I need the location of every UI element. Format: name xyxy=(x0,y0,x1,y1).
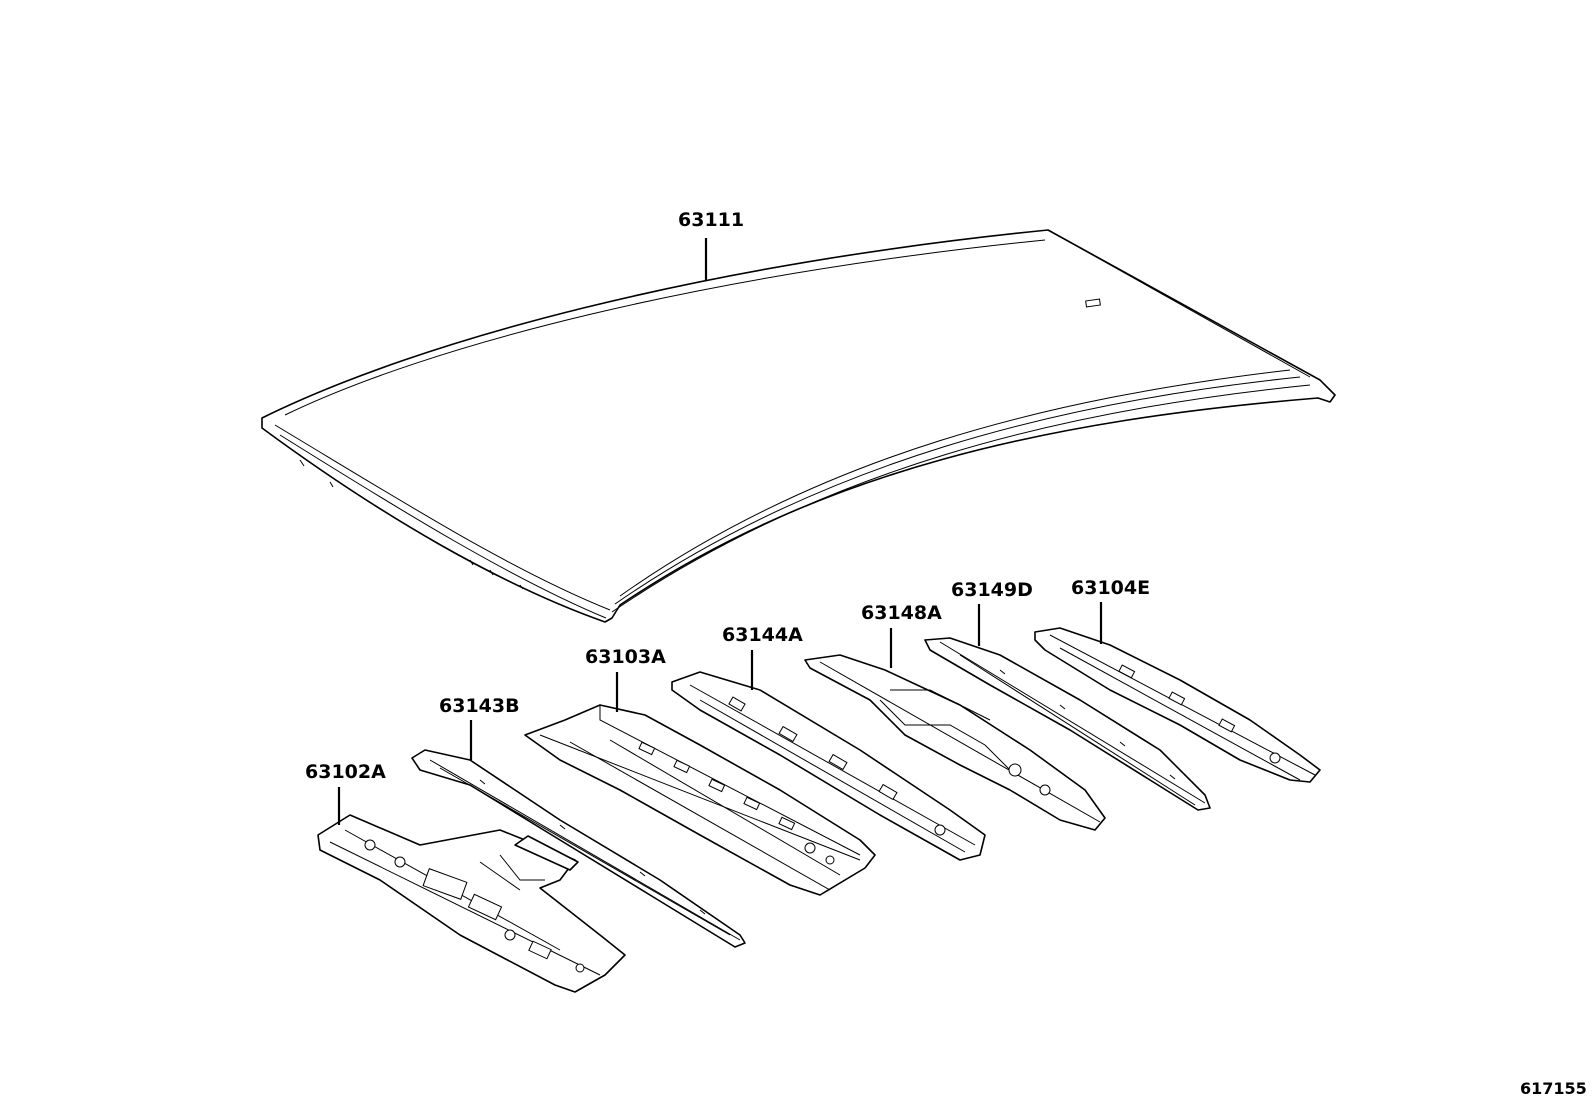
roof-panel-drawing[interactable] xyxy=(261,229,1336,623)
reinforcement-no2-drawing[interactable] xyxy=(671,671,986,861)
reference-number: 617155 xyxy=(1520,1079,1587,1098)
label-63104E: 63104E xyxy=(1071,577,1150,599)
label-63149D: 63149D xyxy=(951,579,1033,601)
label-63143B: 63143B xyxy=(439,695,520,717)
reinforcement-no4-drawing[interactable] xyxy=(924,637,1211,811)
front-reinforcement-drawing[interactable] xyxy=(317,814,626,993)
reinforcement-no1-drawing[interactable] xyxy=(524,704,876,896)
label-63103A: 63103A xyxy=(585,646,666,668)
label-63148A: 63148A xyxy=(861,602,942,624)
rear-reinforcement-drawing[interactable] xyxy=(1034,627,1321,783)
label-63144A: 63144A xyxy=(722,624,803,646)
reinforcement-no3-drawing[interactable] xyxy=(804,654,1106,831)
label-63111: 63111 xyxy=(678,209,744,231)
label-63102A: 63102A xyxy=(305,761,386,783)
